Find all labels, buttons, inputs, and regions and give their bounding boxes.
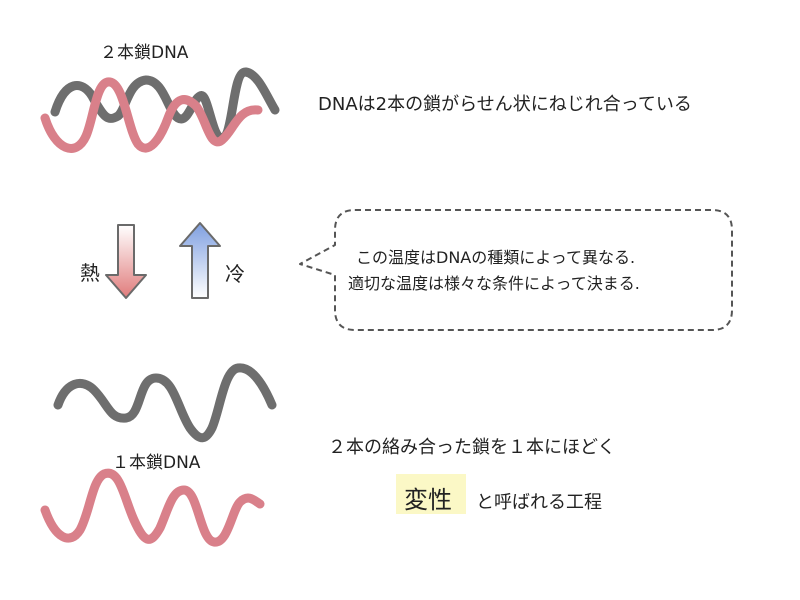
- bubble-line-1: この温度はDNAの種類によって異なる.: [356, 248, 636, 267]
- bubble-line-2: 適切な温度は様々な条件によって決まる.: [348, 274, 640, 293]
- double-strand-description: DNAは2本の鎖がらせん状にねじれ合っている: [318, 94, 692, 115]
- cool-arrow-up: [179, 222, 221, 299]
- term-suffix: と呼ばれる工程: [476, 492, 602, 513]
- single-strand-dna: [40, 363, 277, 547]
- term-highlight: [396, 474, 466, 514]
- heat-arrow-down: [105, 224, 147, 299]
- dna-strand-gray-bottom: [53, 363, 277, 443]
- single-strand-description: ２本の絡み合った鎖を１本にほどく: [328, 437, 616, 458]
- double-strand-dna: [40, 67, 280, 153]
- dna-strand-gray-top: [50, 67, 280, 143]
- double-strand-label: ２本鎖DNA: [100, 43, 189, 63]
- heat-label: 熱: [80, 261, 100, 285]
- dna-strand-pink-top: [40, 77, 263, 153]
- single-strand-label: １本鎖DNA: [112, 453, 201, 473]
- speech-bubble: [299, 209, 733, 331]
- denaturation-term: 変性: [404, 486, 452, 514]
- dna-strand-pink-bottom: [40, 468, 265, 547]
- cool-label: 冷: [225, 262, 245, 286]
